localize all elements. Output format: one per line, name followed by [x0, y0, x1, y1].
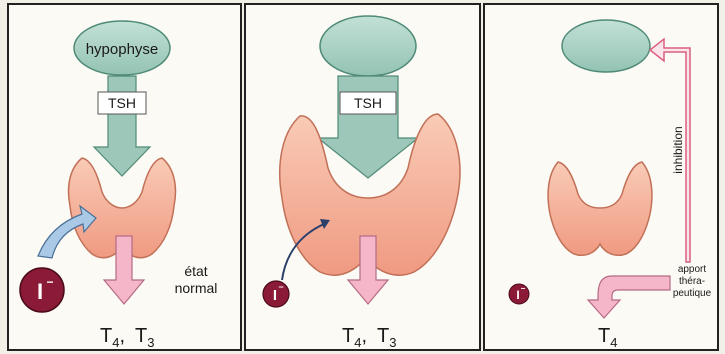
output-separator: , — [119, 325, 125, 347]
pituitary-gland — [562, 20, 650, 72]
t4-subscript: 4 — [354, 335, 361, 350]
t3-letter: T — [377, 325, 389, 347]
apport-label-line-1: apport — [678, 264, 707, 275]
iodide-symbol: I — [273, 287, 277, 304]
apport-label-line-2: théra- — [679, 276, 705, 287]
iodide-charge: − — [521, 284, 526, 293]
tsh-label: TSH — [108, 95, 136, 111]
t4-letter: T — [100, 325, 112, 347]
t3-letter: T — [135, 325, 147, 347]
inhibition-label: inhibition — [671, 126, 685, 173]
t4-letter: T — [598, 325, 610, 347]
state-label-line-2: normal — [175, 280, 218, 296]
iodide-symbol: I — [516, 288, 519, 302]
t4-letter: T — [342, 325, 354, 347]
apport-label-line-3: peutique — [673, 288, 712, 299]
hypophyse-label: hypophyse — [86, 41, 159, 58]
t4-subscript: 4 — [610, 335, 617, 350]
pituitary-gland — [320, 16, 416, 76]
output-separator: , — [361, 325, 367, 347]
iodide-symbol: I — [37, 279, 43, 304]
t3-subscript: 3 — [389, 335, 396, 350]
panel-therapeutic-supply: inhibition apport théra- peutique I − T4 — [484, 4, 718, 350]
tsh-label: TSH — [354, 95, 382, 111]
state-label-line-1: état — [184, 263, 207, 279]
t3-subscript: 3 — [147, 335, 154, 350]
panel-normal-state: hypophyse TSH I − état normal T4,T3 — [8, 4, 241, 350]
iodide-charge: − — [278, 282, 283, 292]
panel-iodine-deficiency: TSH I − T4,T3 — [245, 4, 480, 350]
t4-subscript: 4 — [112, 335, 119, 350]
iodide-charge: − — [46, 275, 53, 289]
